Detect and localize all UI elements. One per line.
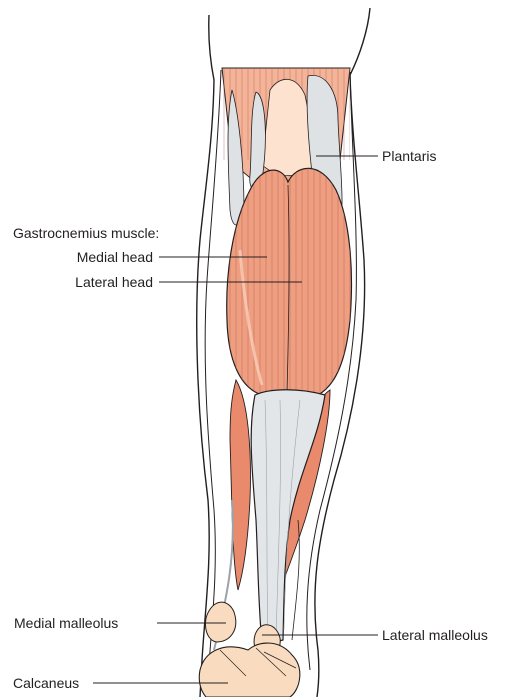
- soleus-medial: [230, 380, 250, 590]
- label-lateral-head: Lateral head: [40, 274, 153, 290]
- calcaneus-bone: [199, 643, 300, 697]
- label-calcaneus: Calcaneus: [13, 675, 79, 691]
- label-lateral-malleolus: Lateral malleolus: [382, 627, 488, 643]
- label-medial-malleolus: Medial malleolus: [14, 615, 118, 631]
- medial-malleolus-bone: [205, 602, 235, 642]
- label-gastrocnemius-muscle: Gastrocnemius muscle:: [13, 225, 159, 241]
- achilles-tendon: [251, 390, 325, 645]
- label-plantaris: Plantaris: [382, 148, 436, 164]
- label-medial-head: Medial head: [40, 249, 153, 265]
